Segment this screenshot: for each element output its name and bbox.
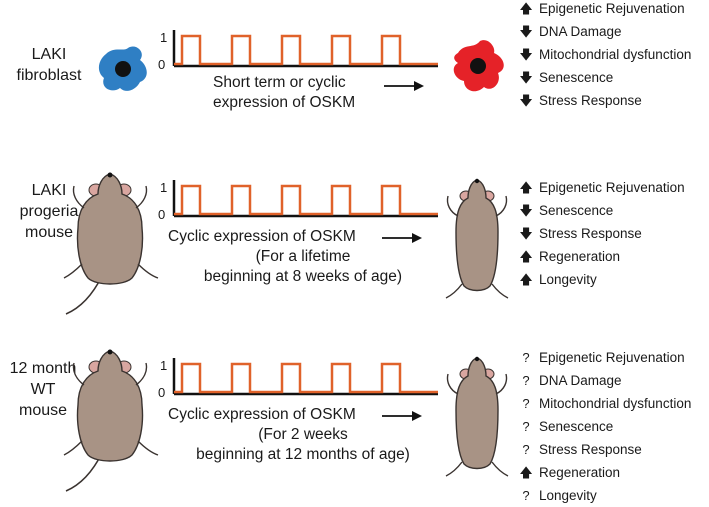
panel3-outcome: ? Senescence [518,415,691,438]
outcome-text: Regeneration [539,465,621,480]
outcome-text: DNA Damage [539,373,622,388]
panel2-arrow-icon [382,233,422,243]
outcome-text: Longevity [539,272,597,287]
panel1-outcome: 🡇 Mitochondrial dysfunction [518,43,691,66]
panel3-tick-high: 1 [160,358,168,373]
panel2-caption-line2: (For a lifetime [255,248,351,265]
panel2-caption: Cyclic expression of OSKM (For a lifetim… [168,227,438,287]
panel1-caption: Short term or cyclic expression of OSKM [213,73,355,113]
panel3-outcome: ? Longevity [518,484,691,507]
question-mark-icon: ? [522,396,530,411]
outcome-text: Stress Response [539,226,642,241]
panel1-label-line2: fibroblast [16,67,82,84]
down-arrow-icon: 🡇 [519,24,533,39]
panel2-caption-line1: Cyclic expression of OSKM [168,228,356,245]
panel1-outcome: 🡇 Senescence [518,66,691,89]
panel3-outcome: 🡅 Regeneration [518,461,691,484]
panel1-arrow-icon [384,81,424,91]
outcome-text: Longevity [539,488,597,503]
panel2-tick-low: 0 [158,207,166,222]
panel2-pulse-chart [172,180,438,218]
question-mark-icon: ? [522,350,530,365]
panel3-mouse-after-icon [445,356,509,477]
outcome-text: Mitochondrial dysfunction [539,396,692,411]
panel1-outcome: 🡇 Stress Response [518,89,691,112]
outcome-text: Senescence [539,203,614,218]
panel2-outcome-list: 🡅 Epigenetic Rejuvenation 🡇 Senescence 🡇 St… [518,176,685,291]
panel2-mouse-after-icon [445,178,509,299]
panel1-outcome-list: 🡅 Epigenetic Rejuvenation 🡇 DNA Damage 🡇 Mi… [518,0,691,112]
outcome-text: Regeneration [539,249,621,264]
panel2-outcome: 🡅 Epigenetic Rejuvenation [518,176,685,199]
panel3-label-line2: WT [30,381,56,398]
panel3-outcome-list: ? Epigenetic Rejuvenation ? DNA Damage ? Mi… [518,346,691,507]
panel1-label-line1: LAKI [31,46,67,63]
panel3-mouse-before-icon [63,349,159,492]
panel2-outcome: 🡅 Longevity [518,268,685,291]
up-arrow-icon: 🡅 [519,465,533,480]
down-arrow-icon: 🡇 [519,203,533,218]
panel1-cell-before-icon [98,46,147,91]
panel1-label: LAKI fibroblast [6,44,92,86]
down-arrow-icon: 🡇 [519,47,533,62]
outcome-text: Stress Response [539,93,642,108]
outcome-text: DNA Damage [539,24,622,39]
down-arrow-icon: 🡇 [519,93,533,108]
panel3-caption: Cyclic expression of OSKM (For 2 weeks b… [168,405,438,465]
question-mark-icon: ? [522,442,530,457]
outcome-text: Epigenetic Rejuvenation [539,350,685,365]
panel3-outcome: ? DNA Damage [518,369,691,392]
panel2-label: LAKI progeria mouse [6,180,92,243]
panel1-cell-after-icon [453,40,504,92]
panel1-pulse-chart [172,30,438,68]
panel2-label-line1: LAKI [31,182,67,199]
up-arrow-icon: 🡅 [519,272,533,287]
panel3-caption-line1: Cyclic expression of OSKM [168,406,356,423]
panel1-outcome: 🡇 DNA Damage [518,20,691,43]
outcome-text: Epigenetic Rejuvenation [539,180,685,195]
panel2-label-line2: progeria [19,203,79,220]
down-arrow-icon: 🡇 [519,226,533,241]
panel3-arrow-icon [382,411,422,421]
panel3-label-line3: mouse [18,402,68,419]
outcome-text: Senescence [539,70,614,85]
panel2-outcome: 🡇 Senescence [518,199,685,222]
panel2-outcome: 🡅 Regeneration [518,245,685,268]
panel3-caption-line3: beginning at 12 months of age) [196,446,410,463]
question-mark-icon: ? [522,419,530,434]
panel3-outcome: ? Mitochondrial dysfunction [518,392,691,415]
outcome-text: Mitochondrial dysfunction [539,47,692,62]
down-arrow-icon: 🡇 [519,70,533,85]
panel2-tick-high: 1 [160,180,168,195]
up-arrow-icon: 🡅 [519,180,533,195]
outcome-text: Epigenetic Rejuvenation [539,1,685,16]
panel2-outcome: 🡇 Stress Response [518,222,685,245]
panel1-tick-high: 1 [160,30,168,45]
panel1-caption-line1: Short term or cyclic [213,74,346,91]
up-arrow-icon: 🡅 [519,1,533,16]
panel2-label-line3: mouse [24,224,74,241]
up-arrow-icon: 🡅 [519,249,533,264]
panel1-outcome: 🡅 Epigenetic Rejuvenation [518,0,691,20]
question-mark-icon: ? [522,373,530,388]
question-mark-icon: ? [522,488,530,503]
outcome-text: Stress Response [539,442,642,457]
panel2-caption-line3: beginning at 8 weeks of age) [203,268,403,285]
panel3-outcome: ? Stress Response [518,438,691,461]
panel3-label-line1: 12 month [9,360,77,377]
panel3-pulse-chart [172,358,438,396]
panel3-tick-low: 0 [158,385,166,400]
panel3-label: 12 month WT mouse [0,358,86,421]
panel2-mouse-before-icon [63,172,159,315]
panel3-outcome: ? Epigenetic Rejuvenation [518,346,691,369]
outcome-text: Senescence [539,419,614,434]
panel1-tick-low: 0 [158,57,166,72]
panel3-caption-line2: (For 2 weeks [258,426,348,443]
panel1-caption-line2: expression of OSKM [213,94,356,111]
